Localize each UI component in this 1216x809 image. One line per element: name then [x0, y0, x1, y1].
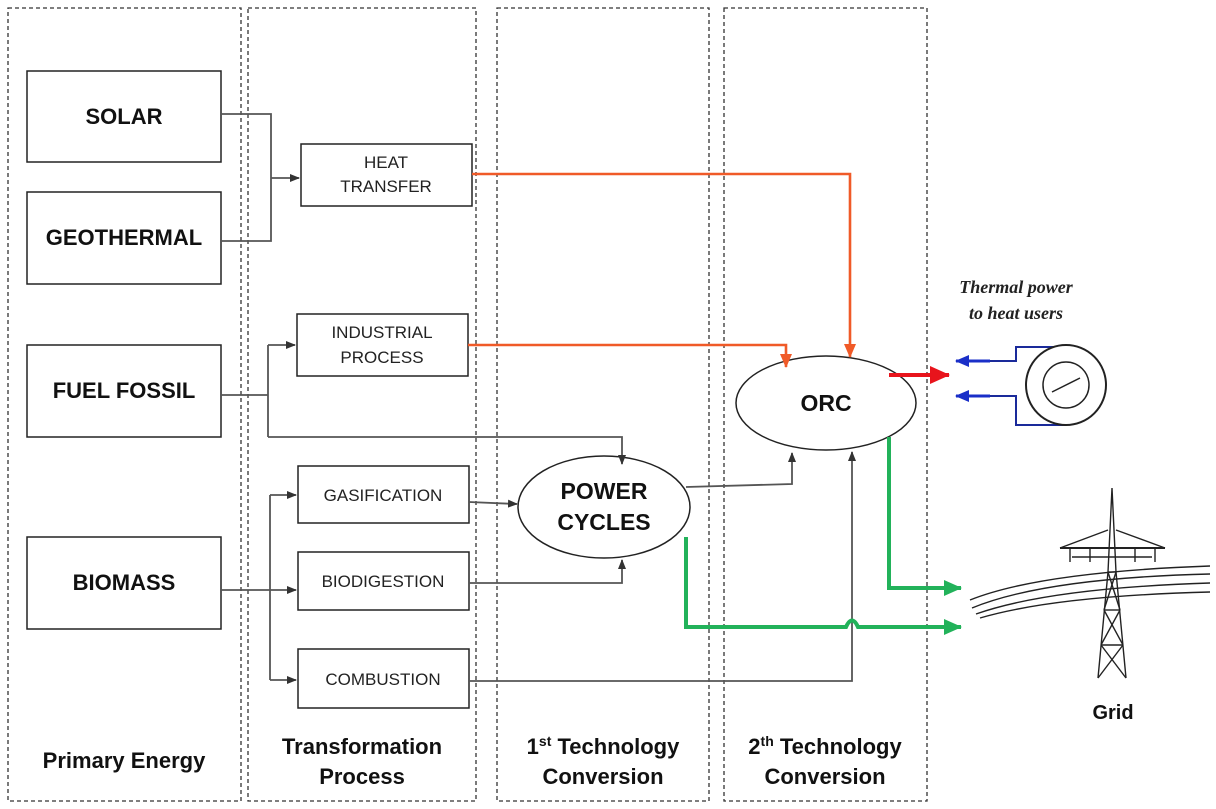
- svg-text:COMBUSTION: COMBUSTION: [325, 670, 440, 689]
- column-label-process: Process: [319, 764, 405, 789]
- column-label-primary-energy: Primary Energy: [43, 748, 206, 773]
- column-transformation-process: [247, 7, 477, 802]
- heat-flow-lines: [468, 172, 856, 368]
- source-geothermal: GEOTHERMAL: [26, 191, 222, 285]
- heat-exchanger-icon: [955, 344, 1107, 426]
- conversion-orc: ORC: [735, 355, 917, 451]
- column-second-technology: [723, 7, 928, 802]
- column-label-second-conversion: Conversion: [764, 764, 885, 789]
- svg-text:POWER: POWER: [561, 478, 648, 504]
- svg-text:HEAT: HEAT: [364, 153, 408, 172]
- process-biodigestion: BIODIGESTION: [297, 551, 470, 611]
- source-biomass: BIOMASS: [26, 536, 222, 630]
- svg-text:BIOMASS: BIOMASS: [73, 570, 176, 595]
- svg-text:INDUSTRIAL: INDUSTRIAL: [331, 323, 432, 342]
- column-primary-energy: [7, 7, 242, 802]
- process-industrial: INDUSTRIAL PROCESS: [296, 313, 469, 377]
- svg-text:PROCESS: PROCESS: [340, 348, 423, 367]
- thermal-power-label: Thermal power: [959, 277, 1073, 297]
- electric-flow-lines: [684, 437, 962, 635]
- gray-connectors: [221, 113, 856, 684]
- svg-text:GEOTHERMAL: GEOTHERMAL: [46, 225, 202, 250]
- column-label-first-technology: 1st Technology: [527, 733, 680, 759]
- svg-text:GASIFICATION: GASIFICATION: [324, 486, 443, 505]
- svg-text:BIODIGESTION: BIODIGESTION: [322, 572, 445, 591]
- conversion-power-cycles: POWER CYCLES: [517, 455, 691, 559]
- source-fuel-fossil: FUEL FOSSIL: [26, 344, 222, 438]
- process-heat-transfer: HEAT TRANSFER: [300, 143, 473, 207]
- source-solar: SOLAR: [26, 70, 222, 163]
- svg-text:CYCLES: CYCLES: [557, 509, 650, 535]
- column-first-technology: [496, 7, 710, 802]
- process-combustion: COMBUSTION: [297, 648, 470, 709]
- column-label-second-technology: 2th Technology: [748, 733, 902, 759]
- svg-text:SOLAR: SOLAR: [86, 104, 163, 129]
- process-gasification: GASIFICATION: [297, 465, 470, 524]
- svg-text:TRANSFER: TRANSFER: [340, 177, 432, 196]
- svg-text:FUEL FOSSIL: FUEL FOSSIL: [53, 378, 196, 403]
- column-label-first-conversion: Conversion: [542, 764, 663, 789]
- svg-text:ORC: ORC: [800, 390, 851, 416]
- power-pylon-icon: [969, 487, 1211, 679]
- column-label-transformation: Transformation: [282, 734, 442, 759]
- heat-users-label: to heat users: [969, 303, 1063, 323]
- grid-label: Grid: [1092, 702, 1133, 724]
